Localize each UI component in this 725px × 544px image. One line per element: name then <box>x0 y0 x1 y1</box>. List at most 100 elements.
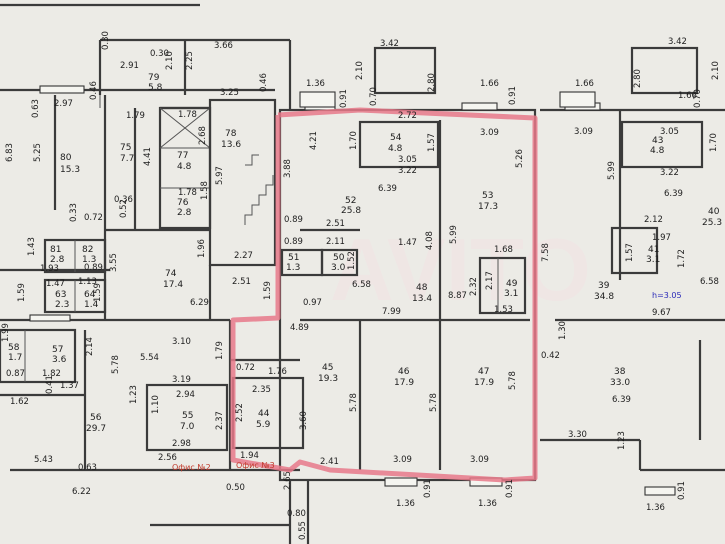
dim: 0.91 <box>677 481 687 500</box>
dim: 0.91 <box>339 89 349 108</box>
room-48-number: 48 <box>416 283 428 293</box>
ceiling-height-note: h=3.05 <box>652 291 682 300</box>
dim: 6.39 <box>378 184 397 194</box>
room-53-area: 17.3 <box>478 202 498 212</box>
dim: 6.58 <box>700 277 719 287</box>
dim: 0.46 <box>89 81 99 100</box>
dim: 1.13 <box>78 277 97 287</box>
dim: 0.52 <box>119 199 129 218</box>
room-51-area: 1.3 <box>286 263 300 273</box>
dim: 5.99 <box>607 161 617 180</box>
dim: 1.47 <box>398 238 417 248</box>
room-49-area: 3.1 <box>504 289 518 299</box>
room-41-area: 3.1 <box>646 255 660 265</box>
dim: 3.05 <box>660 127 679 137</box>
room-48-area: 13.4 <box>412 294 432 304</box>
room-74-number: 74 <box>165 269 177 279</box>
room-80-number: 80 <box>60 153 72 163</box>
dim: 1.93 <box>40 264 59 274</box>
room-56-number: 56 <box>90 413 102 423</box>
dim: 1.66 <box>678 91 697 101</box>
dim: 0.63 <box>31 99 41 118</box>
room-labels: 80 15.3 79 5.8 78 13.6 77 4.8 76 2.8 75 … <box>8 73 722 434</box>
dim: 2.97 <box>54 99 73 109</box>
dim: 6.29 <box>190 298 209 308</box>
room-46-area: 17.9 <box>394 378 414 388</box>
dim: 0.70 <box>369 87 379 106</box>
dim: 0.80 <box>287 509 306 519</box>
room-77-number: 77 <box>177 151 188 161</box>
office-2-label: Офис №2 <box>172 463 211 472</box>
room-58-area: 1.7 <box>8 353 22 363</box>
dim: 5.78 <box>111 355 121 374</box>
room-79-number: 79 <box>148 73 160 83</box>
dim: 3.10 <box>172 337 191 347</box>
room-78-area: 13.6 <box>221 140 241 150</box>
dim: 1.96 <box>197 239 207 258</box>
dim: 5.78 <box>429 393 439 412</box>
staircase <box>244 154 274 225</box>
dim: 1.99 <box>1 323 11 342</box>
dim: 1.52 <box>347 251 357 270</box>
dim: 1.30 <box>558 321 568 340</box>
dim: 1.66 <box>480 79 499 89</box>
dim: 2.65 <box>283 471 293 490</box>
room-78-number: 78 <box>225 129 237 139</box>
dim: 3.30 <box>568 430 587 440</box>
dim: 1.57 <box>427 133 437 152</box>
dim: 1.36 <box>478 499 497 509</box>
dim: 1.58 <box>200 181 210 200</box>
dim: 3.22 <box>660 168 679 178</box>
dim: 3.22 <box>398 166 417 176</box>
room-64-number: 64 <box>84 290 96 300</box>
dim: 0.72 <box>236 363 255 373</box>
dim: 3.25 <box>220 88 239 98</box>
room-63-number: 63 <box>55 290 66 300</box>
dim: 0.41 <box>45 375 55 394</box>
dim: 1.10 <box>151 395 161 414</box>
room-54-number: 54 <box>390 133 402 143</box>
dim: 4.89 <box>290 323 309 333</box>
dim: 1.72 <box>677 249 687 268</box>
dim: 2.27 <box>234 251 253 261</box>
dim: 5.78 <box>349 393 359 412</box>
room-43-number: 43 <box>652 136 663 146</box>
room-81-area: 2.8 <box>50 255 65 265</box>
room-81-number: 81 <box>50 245 61 255</box>
watermark-text: AVITO <box>330 220 591 319</box>
dim: 0.30 <box>101 31 111 50</box>
dim: 2.91 <box>120 61 139 71</box>
dim: 0.89 <box>84 263 103 273</box>
dim: 2.98 <box>172 439 191 449</box>
dim: 3.42 <box>380 39 399 49</box>
dim: 0.70 <box>693 89 703 108</box>
dim: 1.59 <box>17 283 27 302</box>
dim: 3.55 <box>109 253 119 272</box>
dim: 0.89 <box>284 215 303 225</box>
room-39-area: 34.8 <box>594 292 614 302</box>
dim: 0.42 <box>541 351 560 361</box>
dim: 2.80 <box>633 69 643 88</box>
dim: 2.41 <box>320 457 339 467</box>
dim: 5.25 <box>33 143 43 162</box>
dim: 1.57 <box>625 243 635 262</box>
room-47-number: 47 <box>478 367 489 377</box>
dim: 0.50 <box>226 483 245 493</box>
dim: 1.59 <box>93 283 103 302</box>
dimension-labels: 2.91 0.30 0.30 2.10 2.25 3.66 0.46 0.46 … <box>1 31 721 540</box>
dim: 2.72 <box>398 111 417 121</box>
dim: 2.56 <box>158 453 177 463</box>
windows <box>29 85 676 496</box>
dim: 0.87 <box>6 369 25 379</box>
dim: 1.78 <box>178 110 197 120</box>
room-40-area: 25.3 <box>702 218 722 228</box>
dim: 2.25 <box>185 51 195 70</box>
dim: 1.70 <box>709 133 719 152</box>
dim: 0.55 <box>298 521 308 540</box>
dim: 1.78 <box>178 188 197 198</box>
room-74-area: 17.4 <box>163 280 183 290</box>
room-43-area: 4.8 <box>650 146 665 156</box>
room-44-area: 5.9 <box>256 420 271 430</box>
dim: 4.08 <box>425 231 435 250</box>
dim: 6.83 <box>5 143 15 162</box>
